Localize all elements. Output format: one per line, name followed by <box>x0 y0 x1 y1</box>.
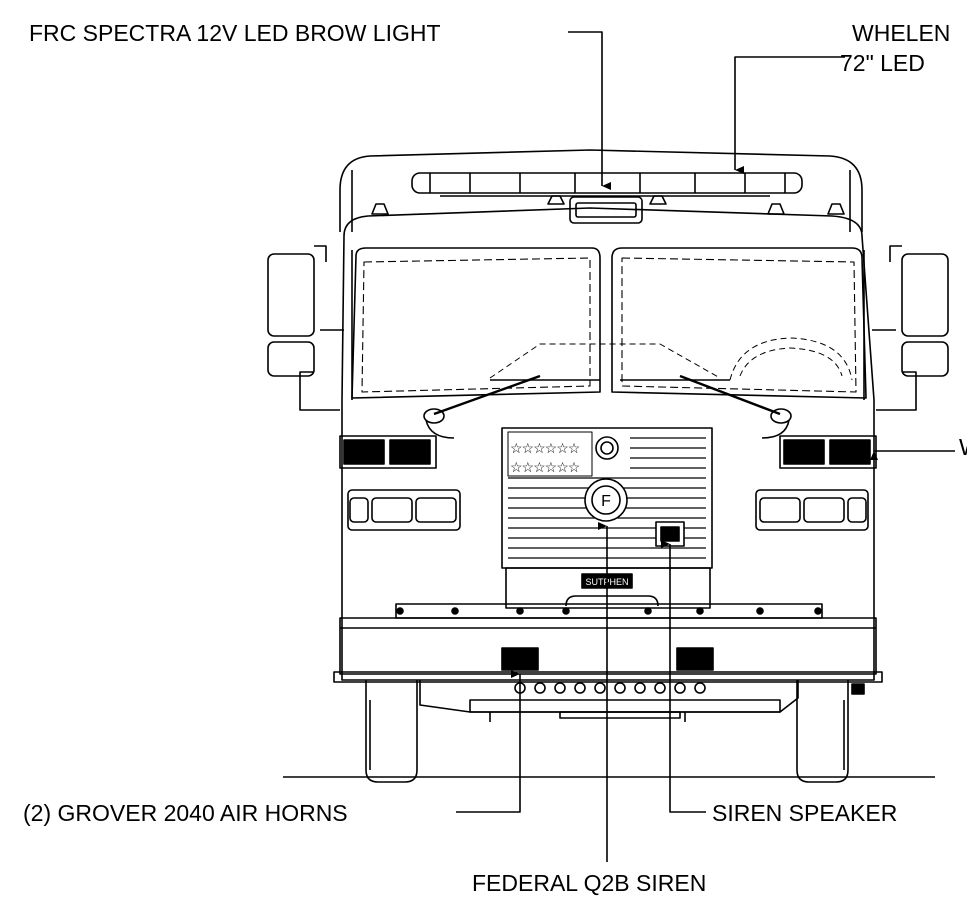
right-tire <box>796 680 849 783</box>
callout-air-horns: (2) GROVER 2040 AIR HORNS <box>23 800 348 826</box>
callout-brow-light: FRC SPECTRA 12V LED BROW LIGHT <box>29 20 441 46</box>
leader-siren-speaker <box>661 540 706 813</box>
svg-text:☆☆☆☆☆☆: ☆☆☆☆☆☆ <box>510 440 580 456</box>
right-mirror <box>872 245 949 411</box>
leader-brow-light <box>568 31 611 190</box>
bumper <box>333 595 883 683</box>
cab-body <box>341 207 875 681</box>
svg-text:☆☆☆☆☆☆: ☆☆☆☆☆☆ <box>510 459 580 475</box>
callout-side-partial: W <box>959 434 967 460</box>
leader-lightbar <box>734 56 845 174</box>
left-tire <box>365 680 418 783</box>
tow-holes <box>514 682 706 694</box>
grille: ☆☆☆☆☆☆ ☆☆☆☆☆☆ F <box>501 427 713 569</box>
wipers <box>423 374 792 439</box>
undercarriage <box>419 680 799 722</box>
left-headlights <box>347 489 461 531</box>
left-mirror <box>267 245 344 411</box>
windshield <box>351 247 867 399</box>
grille-badge-text: F <box>601 493 611 510</box>
right-warning-lights <box>779 435 877 469</box>
cab-roof <box>339 149 863 232</box>
air-horns <box>501 647 714 671</box>
grille-badge <box>584 478 628 522</box>
callout-lightbar-line2: 72" LED <box>840 50 925 76</box>
leader-air-horns <box>456 670 521 813</box>
right-headlights <box>755 489 869 531</box>
callout-lightbar-line1: WHELEN <box>852 20 950 46</box>
callout-siren-speaker: SIREN SPEAKER <box>712 800 897 826</box>
callout-siren: FEDERAL Q2B SIREN <box>472 870 706 896</box>
left-warning-lights <box>339 435 437 469</box>
whelen-lightbar <box>411 172 803 197</box>
